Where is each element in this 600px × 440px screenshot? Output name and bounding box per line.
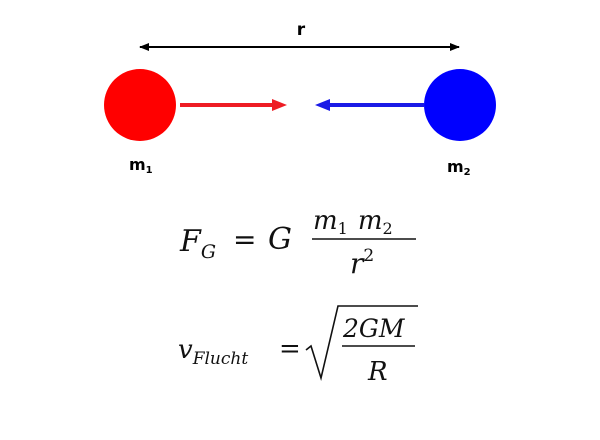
force-subscript: G — [201, 241, 216, 263]
distance-label: r — [297, 20, 306, 40]
denominator-r: r — [350, 247, 365, 280]
svg-text:r2: r2 — [350, 246, 374, 280]
velocity-subscript: Flucht — [192, 349, 249, 369]
numerator-m2: m — [358, 206, 383, 236]
escape-denominator: R — [367, 357, 388, 387]
velocity-symbol: v — [178, 335, 193, 365]
numerator-m1-sub: 1 — [338, 219, 348, 238]
force-arrow-1-head — [272, 99, 287, 111]
mass-2-label: m2 — [447, 157, 471, 178]
force-arrow-2-head — [315, 99, 330, 111]
escape-velocity-formula: vFlucht = 2GM R — [178, 305, 418, 387]
svg-text:vFlucht: vFlucht — [178, 335, 248, 369]
escape-equals: = — [279, 334, 301, 364]
force-symbol: F — [179, 224, 202, 259]
mass-1-label: m1 — [129, 155, 153, 176]
mass-1-sphere — [104, 69, 176, 141]
square-root-sign — [305, 305, 418, 382]
gravity-equals: = — [233, 223, 256, 256]
numerator-m1: m — [313, 206, 338, 236]
escape-numerator: 2GM — [342, 314, 406, 343]
svg-text:FG: FG — [179, 224, 216, 263]
denominator-exponent: 2 — [363, 246, 374, 266]
gravity-constant: G — [268, 222, 292, 257]
numerator-m2-sub: 2 — [383, 219, 393, 238]
mass-2-sphere — [424, 69, 496, 141]
